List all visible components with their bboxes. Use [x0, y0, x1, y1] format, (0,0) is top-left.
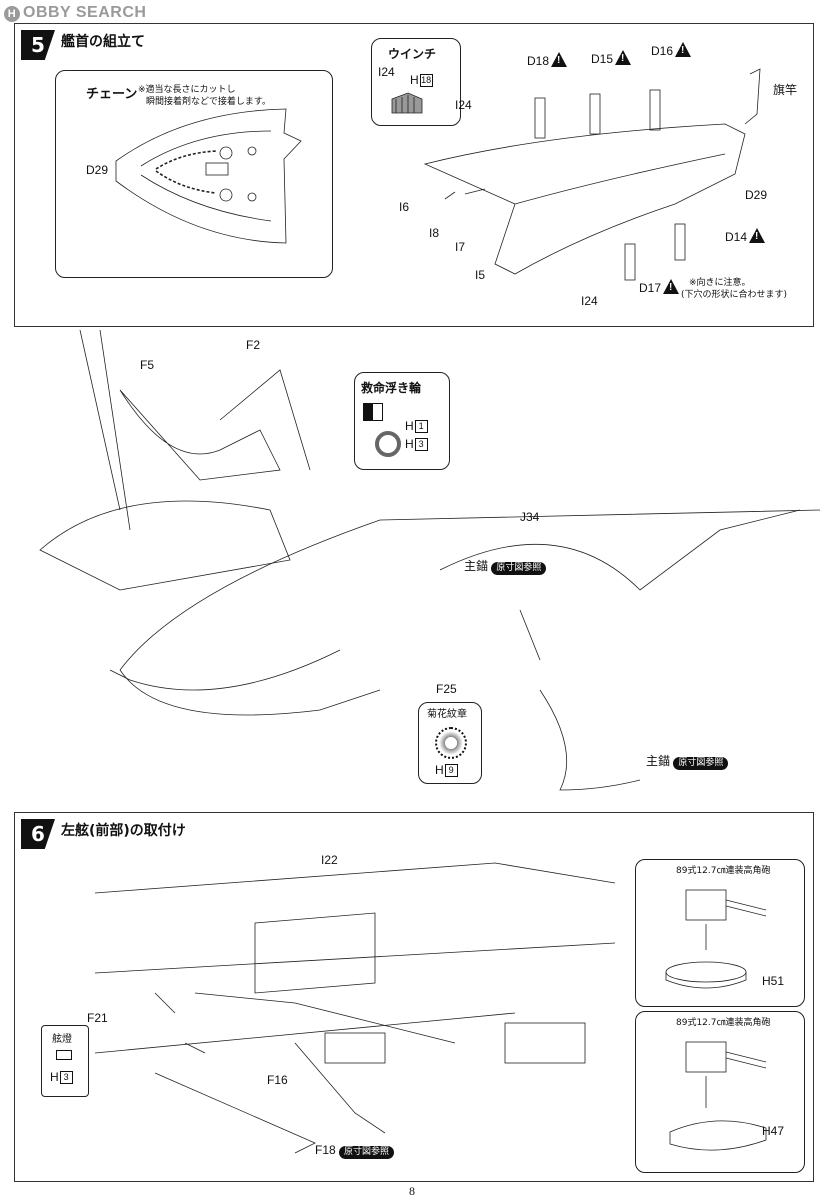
warning-icon [551, 52, 568, 67]
anchor-label: 主錨 [464, 559, 489, 573]
part-f2: F2 [246, 338, 261, 352]
watermark-badge: H [4, 6, 20, 22]
step5-title: 艦首の組立て [61, 34, 145, 50]
part-d15: D15 [591, 50, 632, 66]
part-j34: J34 [520, 510, 540, 524]
paint-swatch-icon [363, 403, 383, 421]
lifebuoy-h1-number: 1 [414, 420, 428, 434]
crest-h-number: 9 [444, 764, 458, 778]
part-flagpole: 旗竿 [773, 83, 798, 97]
lifebuoy-h3-number: 3 [414, 438, 428, 452]
anchor2-callout: 主錨 原寸図参照 [646, 752, 729, 770]
anchor2-full-size-ref: 原寸図参照 [673, 757, 729, 770]
chain-title: チェーン [86, 87, 138, 102]
step5-number: 5 [21, 30, 55, 60]
lantern-title: 舷燈 [52, 1034, 72, 1045]
warning-icon [663, 279, 680, 294]
gun-a-title: 89式12.7㎝連装高角砲 [676, 866, 771, 876]
warning-icon [749, 228, 766, 243]
gun-b-callout: 89式12.7㎝連装高角砲 H47 [635, 1011, 805, 1173]
anchor-callout: 主錨 原寸図参照 [464, 557, 547, 575]
chrysanthemum-crest-icon [435, 727, 467, 759]
part-d14-label: D14 [725, 230, 748, 244]
part-f18-callout: F18 原寸図参照 [315, 1143, 395, 1159]
lantern-icon [56, 1050, 72, 1060]
lifebuoy-title: 救命浮き輪 [361, 381, 422, 395]
gun-a-part-h51: H51 [762, 974, 785, 988]
watermark-text: OBBY SEARCH [23, 4, 147, 21]
chain-deck-drawing [115, 108, 302, 244]
page-number: 8 [409, 1184, 415, 1198]
part-f5: F5 [140, 358, 155, 372]
chain-callout: チェーン ※適当な長さにカットし 瞬間接着剤などで接着します。 D29 [55, 70, 333, 278]
step6-number: 6 [21, 819, 55, 849]
crest-h-label: H [435, 763, 444, 777]
lantern-h-number: 3 [59, 1071, 73, 1085]
warning-icon [675, 42, 692, 57]
winch-part-i24: I24 [378, 65, 395, 79]
anchor2-label: 主錨 [646, 754, 671, 768]
gun-b-drawing [669, 1041, 767, 1151]
part-d16-label: D16 [651, 44, 674, 58]
gun-b-part-h47: H47 [762, 1124, 785, 1138]
anchor-full-size-ref: 原寸図参照 [491, 562, 547, 575]
part-i7: I7 [455, 240, 466, 254]
part-f16: F16 [267, 1073, 288, 1087]
part-f21: F21 [87, 1011, 108, 1025]
gun-b-title: 89式12.7㎝連装高角砲 [676, 1018, 771, 1028]
d17-note-line1: ※向きに注意。 [689, 278, 751, 288]
warning-icon [615, 50, 632, 65]
f18-full-size-ref: 原寸図参照 [339, 1146, 395, 1159]
part-f18-label: F18 [315, 1143, 336, 1157]
winch-h-number: 18 [419, 74, 433, 88]
winch-h-label: H [410, 73, 419, 87]
part-d18-label: D18 [527, 54, 550, 68]
part-d17: D17 [639, 279, 680, 295]
part-i6: I6 [399, 200, 410, 214]
gun-a-callout: 89式12.7㎝連装高角砲 H51 [635, 859, 805, 1007]
part-i5: I5 [475, 268, 486, 282]
step6-title: 左舷(前部)の取付け [61, 823, 186, 839]
crest-title: 菊花紋章 [427, 709, 467, 720]
bow-hull-assembly-drawing [39, 330, 820, 791]
chain-note-line2: 瞬間接着剤などで接着します。 [146, 97, 271, 107]
step5-panel: 5 艦首の組立て チェーン ※適当な長さにカットし 瞬間接着剤などで接着します。… [14, 23, 814, 327]
part-i22: I22 [321, 853, 338, 867]
lifebuoy-ring-icon [375, 431, 401, 457]
part-i8: I8 [429, 226, 440, 240]
part-i24-top: I24 [455, 98, 472, 112]
lantern-h-label: H [50, 1070, 59, 1084]
part-d18: D18 [527, 52, 568, 68]
d17-note-line2: (下穴の形状に合わせます) [681, 290, 788, 300]
winch-drawing [391, 92, 423, 114]
part-i24-bottom: I24 [581, 294, 598, 308]
lifebuoy-h1-label: H [405, 419, 414, 433]
part-d17-label: D17 [639, 281, 662, 295]
step5-bow-deck-drawing [423, 68, 761, 281]
part-d15-label: D15 [591, 52, 614, 66]
gun-a-drawing [665, 889, 767, 989]
part-f25: F25 [436, 682, 457, 696]
port-side-hull-drawing [95, 862, 616, 1154]
part-d29: D29 [745, 188, 768, 202]
winch-title: ウインチ [388, 47, 437, 61]
part-d14: D14 [725, 228, 766, 244]
part-d16: D16 [651, 42, 692, 58]
chain-part-d29: D29 [86, 163, 109, 177]
lifebuoy-h3-label: H [405, 437, 414, 451]
chain-note-line1: ※適当な長さにカットし [138, 85, 236, 95]
